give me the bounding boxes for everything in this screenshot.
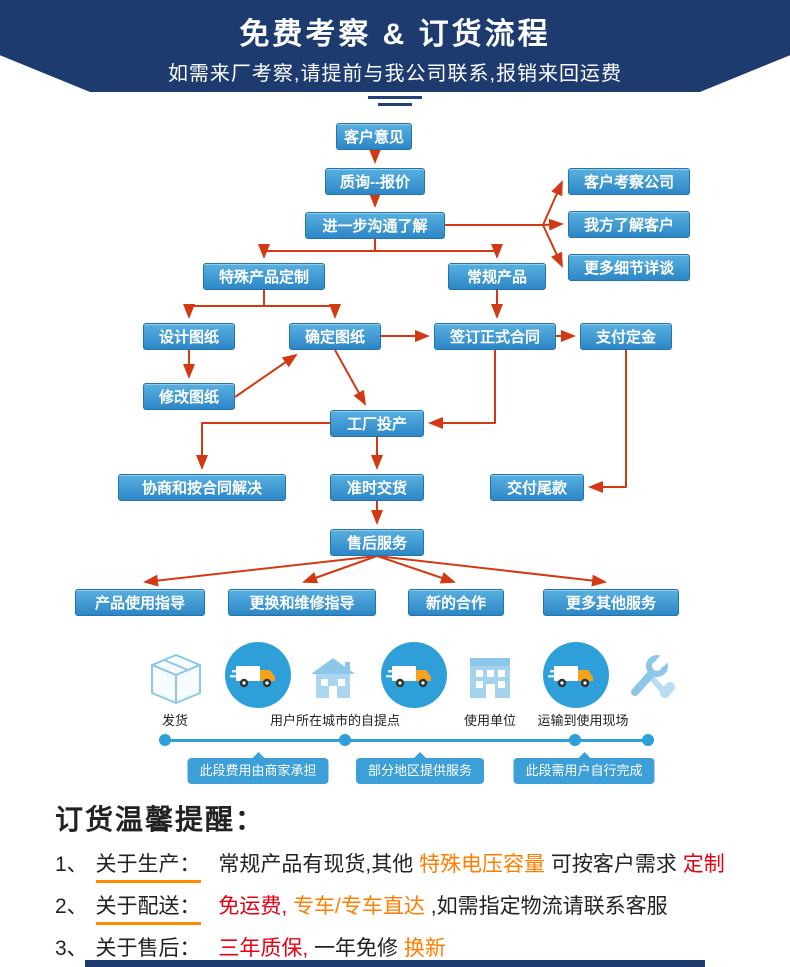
reminder-label: 关于生产： [95,853,201,883]
logistics-strip: 发货 用户所在城市的自提点 使用单位 运输到使用现场 此段费用由商家承担 部分地… [0,630,790,790]
flow-node: 确定图纸 [289,323,381,350]
package-icon [151,654,201,704]
flow-node: 准时交货 [330,474,424,501]
flow-node: 客户考察公司 [568,168,690,195]
reminder-segment: 三年质保, [218,937,309,960]
flow-node: 质询--报价 [325,168,425,195]
reminder-segment: 专车/专车直达 [293,895,425,918]
page-subtitle: 如需来厂考察,请提前与我公司联系,报销来回运费 [167,63,623,85]
timeline-dot [642,734,654,746]
delivery-truck-icon [381,642,447,708]
flow-arrows [143,149,627,587]
decorative-line [368,96,422,99]
flowchart: 客户意见 质询--报价 进一步沟通了解 客户考察公司 我方了解客户 更多细节详谈… [0,110,790,630]
reminder-segment: 一年免修 [314,937,399,960]
flow-node: 更多细节详谈 [568,254,690,281]
flow-node: 常规产品 [448,263,546,290]
flow-node: 我方了解客户 [568,211,690,238]
reminder-title: 订货温馨提醒： [55,804,266,835]
flow-node: 支付定金 [580,323,672,350]
timeline-dot [339,734,351,746]
flow-node: 更换和维修指导 [228,589,376,616]
timeline-tag: 部分地区提供服务 [355,752,485,784]
logistics-label: 用户所在城市的自提点 [269,713,400,728]
reminder-number: 1、 [55,853,88,876]
timeline-line [165,739,648,742]
building-icon [470,658,510,698]
reminder-number: 2、 [55,895,88,918]
reminder-item: 2、 关于配送： 免运费, 专车/专车直达 ,如需指定物流请联系客服 [55,890,755,925]
reminder-segment: 换新 [403,937,446,960]
reminder-segment: 可按客户需求 [550,853,677,876]
tools-icon [631,652,675,698]
reminder-label: 关于售后： [95,937,201,967]
timeline-dot [159,734,171,746]
next-section-band [85,960,705,967]
house-icon [311,658,355,698]
flow-node: 新的合作 [408,589,504,616]
flow-node: 客户意见 [336,123,412,150]
timeline-tag: 此段费用由商家承担 [187,752,329,784]
reminder-segment: ,如需指定物流请联系客服 [430,895,668,918]
flow-node: 特殊产品定制 [203,263,325,290]
decorative-line [378,103,412,106]
flow-node: 产品使用指导 [75,589,205,616]
flow-node: 售后服务 [330,529,424,556]
delivery-truck-icon [543,642,609,708]
reminder-segment: 定制 [682,853,725,876]
logistics-label: 使用单位 [463,713,516,728]
flow-node: 协商和按合同解决 [118,474,286,501]
delivery-truck-icon [225,642,291,708]
reminder-segment: 特殊电压容量 [419,853,546,876]
reminder-section: 订货温馨提醒： 1、 关于生产： 常规产品有现货,其他 特殊电压容量 可按客户需… [0,790,790,967]
page-title: 免费考察 & 订货流程 [239,18,551,51]
logistics-label: 发货 [161,713,188,728]
reminder-segment: 常规产品有现货,其他 [218,853,414,876]
header-banner: 免费考察 & 订货流程 如需来厂考察,请提前与我公司联系,报销来回运费 [0,0,790,92]
logistics-label: 运输到使用现场 [537,713,629,728]
reminder-item: 3、 关于售后： 三年质保, 一年免修 换新 [55,932,755,967]
flow-node: 进一步沟通了解 [305,212,445,239]
reminder-number: 3、 [55,937,88,960]
flow-node: 交付尾款 [490,474,584,501]
timeline-tag: 此段需用户自行完成 [513,752,655,784]
flow-node: 更多其他服务 [543,589,679,616]
timeline-dot [569,734,581,746]
reminder-label: 关于配送： [95,895,201,925]
flow-node: 签订正式合同 [434,323,556,350]
reminder-segment: 免运费, [218,895,288,918]
flow-node: 设计图纸 [143,323,235,350]
reminder-item: 1、 关于生产： 常规产品有现货,其他 特殊电压容量 可按客户需求 定制 [55,848,755,883]
flow-node: 工厂投产 [330,410,424,437]
flow-node: 修改图纸 [143,383,235,410]
